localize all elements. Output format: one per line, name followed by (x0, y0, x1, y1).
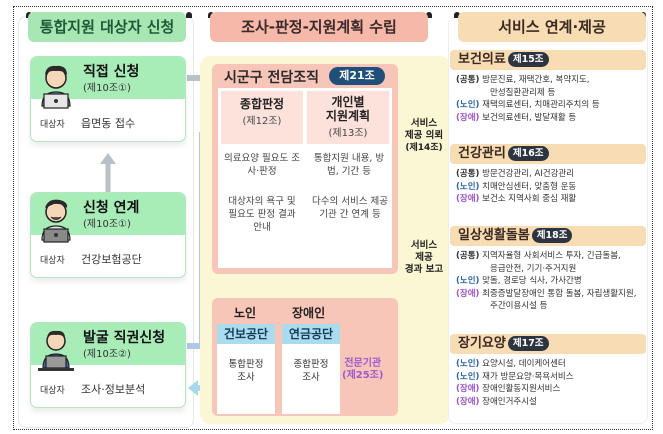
plan-item: 통합지원 내용, 방법, 기간 등 (313, 153, 385, 177)
plan-title: 지원계획 (325, 109, 371, 123)
agency-body: 종합판정 (293, 359, 329, 370)
person-laptop-icon (41, 65, 71, 109)
svc-text: 제공 의뢰 (404, 130, 444, 141)
item-text: 요양시설, 데이케어센터 (482, 359, 566, 369)
target-value: 읍면동 접수 (81, 117, 136, 130)
tag-elderly: (노인) (456, 371, 480, 382)
org-article-badge: 제21조 (329, 67, 385, 85)
tag-elderly: (노인) (456, 276, 480, 286)
item-text: 재가 방문요양·목욕서비스 (482, 371, 574, 382)
service-report-label: 서비스 제공 경과 보고 (398, 240, 450, 276)
corner-mark (454, 12, 460, 18)
target-value: 건강보험공단 (81, 253, 142, 266)
svc-text: 서비스 (410, 240, 438, 251)
judgment-header: 종합판정 (제12조) (221, 91, 303, 144)
expert-article: (제25조) (342, 370, 384, 381)
svc-text: 제공 (415, 252, 433, 263)
service-request-label: 서비스 제공 의뢰 (제14조) (398, 118, 450, 154)
card-article: (제10조①) (83, 219, 131, 230)
apply-column-header: 통합지원 대상자 신청 (28, 12, 186, 42)
item-text: 맞돌, 경로당 식사, 가사간병 (482, 276, 582, 286)
judgment-title: 종합판정 (239, 97, 285, 111)
tag-common: (공통) (456, 251, 480, 261)
target-label: 대상자 (40, 386, 65, 396)
item-text: 장애인활동지원서비스 (482, 384, 561, 394)
item-text: 장애인거주시설 (482, 396, 537, 407)
tag-disabled: (장애) (456, 396, 480, 407)
tag-elderly: (노인) (456, 181, 480, 192)
agency-title: 연금공단 (282, 324, 340, 344)
target-value: 조사·정보분석 (81, 383, 146, 396)
article-badge: 제15조 (507, 52, 549, 67)
section-title: 일상생활돌봄 (458, 228, 530, 243)
item-text: 재택의료센터, 치매관리주치의 등 (482, 100, 600, 110)
item-text: 보건의료센터, 발달재활 등 (482, 112, 577, 123)
target-label: 대상자 (40, 256, 65, 266)
corner-mark (186, 12, 192, 18)
agency-title: 건보공단 (217, 324, 275, 344)
article-badge: 제17조 (507, 336, 549, 351)
plan-title: 개인별 (331, 95, 365, 109)
section-title: 장기요양 (458, 336, 506, 351)
service-panel (448, 16, 648, 424)
card-title: 직접 신청 (83, 64, 140, 80)
agency-body: 통합판정 (228, 359, 264, 370)
agency-body: 조사 (302, 372, 320, 383)
card-article: (제10조②) (83, 349, 131, 360)
article-badge: 제16조 (507, 146, 549, 161)
svc-text: 경과 보고 (404, 264, 444, 275)
item-text: 치매안심센터, 맞춤형 운동 (482, 181, 577, 192)
section-title: 보건의료 (458, 52, 506, 67)
item-text: 최중증발달장애인 통합 돌봄, 자립생활지원, (482, 288, 637, 299)
tag-disabled: (장애) (456, 194, 480, 204)
tag-disabled: (장애) (456, 384, 480, 394)
agency-body: 조사 (237, 372, 255, 383)
elderly-label: 노인 (234, 306, 257, 320)
item-text: 지역자율형 사회서비스 투자, 긴급돌봄, (482, 251, 621, 261)
judgment-article: (제12조) (242, 116, 282, 127)
target-label: 대상자 (40, 120, 65, 130)
worker-desk-icon (38, 330, 74, 371)
item-text: 주간이용시설 등 (490, 301, 548, 311)
judgment-item: 의료요양 필요도 조사·판정 (224, 153, 300, 177)
judgment-item: 대상자의 욕구 및 필요도 판정 결과 안내 (228, 196, 296, 233)
plan-header: 개인별 지원계획 (제13조) (307, 91, 389, 144)
expert-agency-label: 전문기관 (제25조) (342, 358, 383, 382)
tag-elderly: (노인) (456, 100, 480, 110)
survey-column-header: 조사-판정-지원계획 수립 (210, 12, 428, 42)
item-text: 응급안전, 기기·주거지원 (490, 263, 577, 274)
plan-article: (제13조) (328, 128, 368, 139)
article-badge: 제18조 (531, 228, 573, 243)
item-text: 보건소 지역사회 중심 재활 (482, 194, 577, 204)
card-title: 발굴 직권신청 (83, 330, 166, 346)
section-title: 건강관리 (458, 146, 506, 161)
disabled-label: 장애인 (292, 306, 326, 320)
card-article: (제10조①) (83, 83, 131, 94)
svc-text: (제14조) (405, 143, 443, 153)
item-text: 방문건강관리, AI건강관리 (482, 169, 575, 179)
plan-item: 다수의 서비스 제공기관 간 연계 등 (312, 196, 388, 220)
corner-mark (426, 12, 432, 18)
tag-common: (공통) (456, 169, 480, 179)
org-title: 시군구 전담조직 (224, 70, 320, 86)
tag-disabled: (장애) (456, 112, 480, 123)
diagram-frame (13, 6, 653, 430)
tag-common: (공통) (456, 75, 480, 85)
card-title: 신청 연계 (83, 200, 140, 216)
tag-disabled: (장애) (456, 288, 480, 299)
expert-title: 전문기관 (344, 358, 382, 369)
service-column-header: 서비스 연계·제공 (458, 12, 646, 42)
svc-text: 서비스 (410, 118, 438, 129)
officer-laptop-icon (41, 199, 71, 243)
tag-elderly: (노인) (456, 359, 480, 369)
item-text: 방문진료, 재택간호, 복약지도, (482, 75, 590, 85)
item-text: 만성질환관리제 등 (490, 87, 556, 98)
